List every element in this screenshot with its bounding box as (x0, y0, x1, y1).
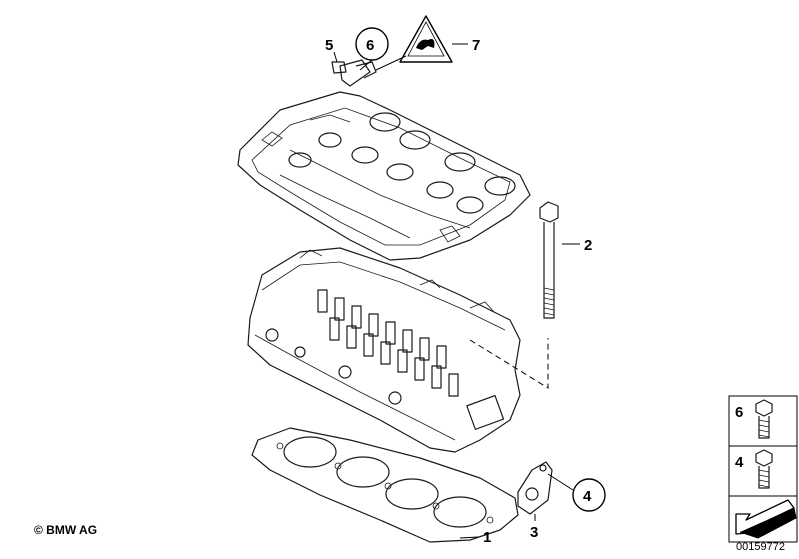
bracket-part (517, 461, 574, 521)
callout-6: 6 (355, 27, 389, 71)
svg-text:1: 1 (483, 529, 491, 546)
copyright-text: © BMW AG (34, 523, 98, 537)
sensor-part (331, 51, 377, 87)
svg-text:6: 6 (366, 37, 374, 54)
legend-bolt-6-icon (755, 399, 773, 439)
cylinder-head-gasket (251, 427, 519, 543)
callout-3: 3 (530, 524, 538, 541)
svg-text:3: 3 (530, 524, 538, 541)
cylinder-head (247, 247, 521, 453)
callout-2: 2 (584, 237, 592, 254)
callout-5: 5 (325, 37, 333, 54)
callout-1: 1 (483, 529, 491, 546)
legend-bolt-4-icon (755, 449, 773, 489)
callout-7: 7 (472, 37, 480, 54)
cylinder-head-bolt (539, 201, 580, 319)
valve-stems (317, 289, 459, 397)
parts-legend: 6 4 (728, 395, 798, 543)
legend-label-6: 6 (735, 404, 743, 421)
cylinder-head-cover (237, 91, 531, 261)
direction-arrow-icon (735, 499, 797, 539)
warning-triangle-icon (375, 15, 468, 71)
bolt-guide-line (469, 338, 549, 389)
svg-text:4: 4 (583, 488, 592, 505)
legend-label-4: 4 (735, 454, 744, 471)
svg-text:2: 2 (584, 237, 592, 254)
svg-text:7: 7 (472, 37, 480, 54)
svg-text:5: 5 (325, 37, 333, 54)
callout-4: 4 (572, 478, 606, 512)
document-number: 00159772 (736, 541, 785, 553)
